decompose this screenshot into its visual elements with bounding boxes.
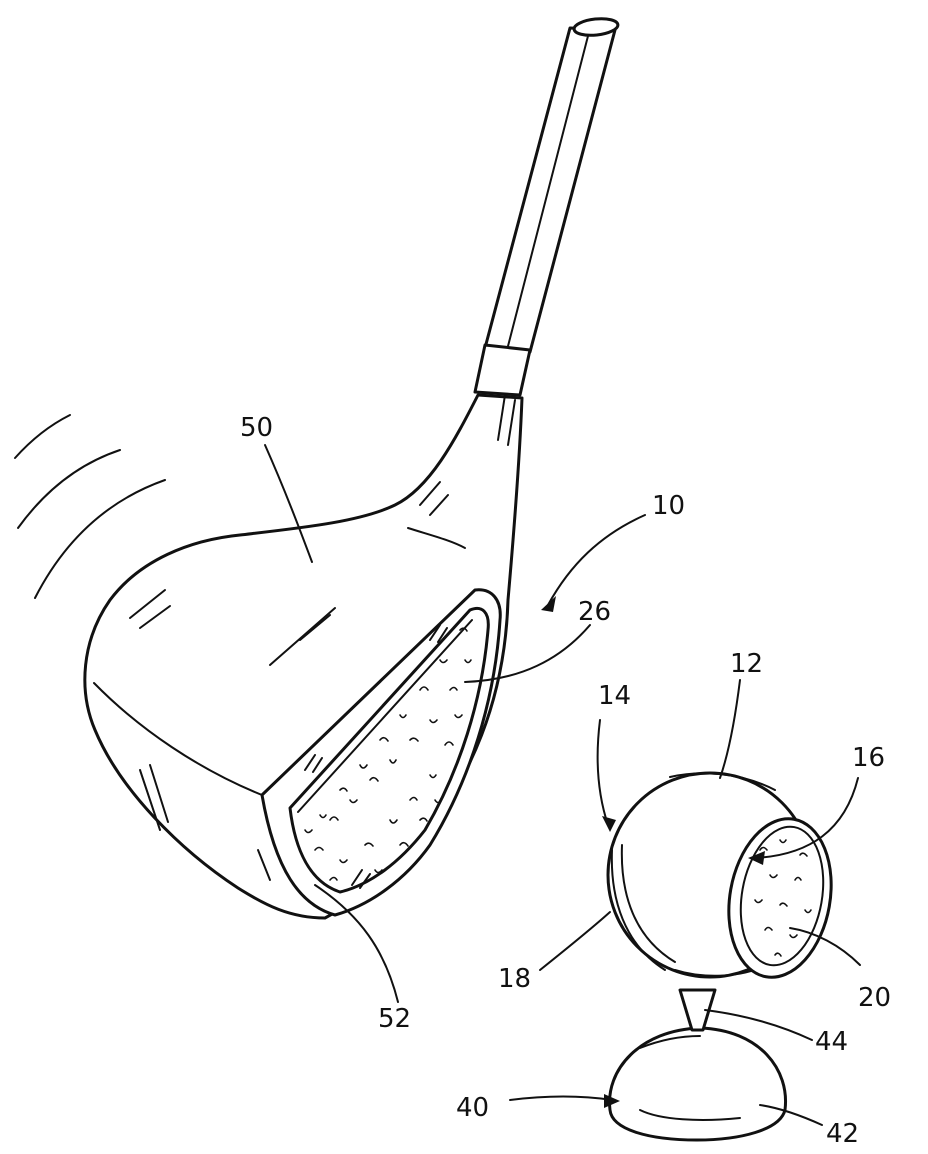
label-ball-insert-surface: 20 <box>858 983 891 1013</box>
label-ball-seam: 14 <box>598 681 631 711</box>
label-tee-stem: 44 <box>815 1027 848 1057</box>
leader-14 <box>598 720 608 825</box>
club-ferrule <box>475 345 530 395</box>
driver-club <box>85 17 619 918</box>
tee-base <box>610 1028 786 1140</box>
club-shaft <box>485 28 615 352</box>
label-ball-ring: 18 <box>498 964 531 994</box>
leader-10 <box>548 515 645 605</box>
shaft-highlight <box>507 36 588 350</box>
leader-18 <box>540 912 610 970</box>
leader-40 <box>510 1097 612 1100</box>
label-tee-base: 42 <box>826 1119 859 1149</box>
label-face-insert: 26 <box>578 597 611 627</box>
label-driver-head: 50 <box>240 413 273 443</box>
label-tee: 40 <box>456 1093 489 1123</box>
arrowhead-10 <box>541 596 556 612</box>
motion-line-1 <box>15 415 70 458</box>
label-ball-insert: 16 <box>852 743 885 773</box>
golf-ball-assembly <box>608 773 843 1140</box>
label-assembly: 10 <box>652 491 685 521</box>
leader-12 <box>720 680 740 778</box>
label-face-rim: 52 <box>378 1004 411 1034</box>
label-ball: 12 <box>730 649 763 679</box>
arrowhead-14 <box>602 816 616 832</box>
motion-line-2 <box>18 450 120 528</box>
